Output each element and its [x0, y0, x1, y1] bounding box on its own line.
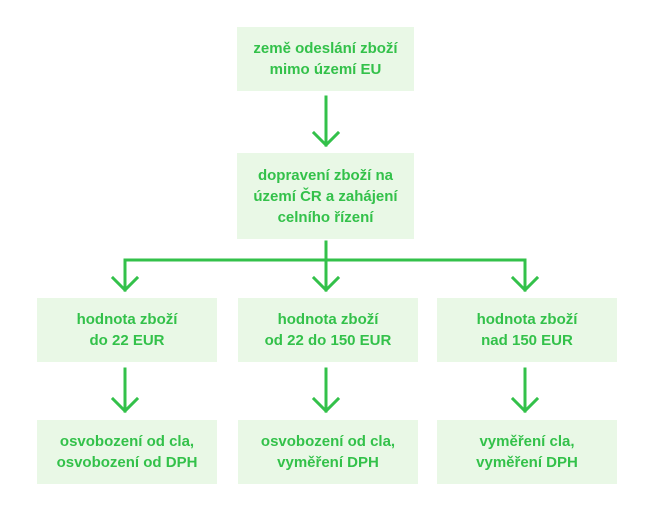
node-result-mid-line-1: osvobození od cla, — [260, 433, 396, 450]
node-value-high-line-1: hodnota zboží — [476, 311, 578, 328]
node-value-high-line-2: nad 150 EUR — [481, 332, 573, 349]
node-result-low-line-1: osvobození od cla, — [59, 433, 195, 450]
node-value-mid-line-1: hodnota zboží — [277, 311, 379, 328]
node-value-low-line-2: do 22 EUR — [89, 332, 165, 349]
branch-connector — [110, 240, 540, 293]
node-result-high: vyměření cla, vyměření DPH — [437, 420, 617, 484]
node-transport-line-3: celního řízení — [277, 208, 374, 226]
node-origin-line-1: země odeslání zboží — [253, 40, 398, 57]
arrow-value-mid-to-result — [311, 367, 341, 414]
node-result-low-line-2: osvobození od DPH — [56, 454, 198, 471]
node-value-high: hodnota zboží nad 150 EUR — [437, 298, 617, 362]
arrow-origin-to-transport — [311, 95, 341, 148]
node-value-mid: hodnota zboží od 22 do 150 EUR — [238, 298, 418, 362]
node-value-mid-line-2: od 22 do 150 EUR — [264, 332, 392, 349]
node-transport-line-2: území ČR a zahájení — [253, 187, 398, 205]
node-origin-line-2: mimo území EU — [269, 61, 382, 78]
node-transport-line-1: dopravení zboží na — [257, 166, 393, 184]
node-result-high-line-1: vyměření cla, — [479, 433, 575, 450]
node-result-mid-line-2: vyměření DPH — [277, 454, 379, 471]
node-result-mid: osvobození od cla, vyměření DPH — [238, 420, 418, 484]
node-value-low-line-1: hodnota zboží — [76, 311, 178, 328]
node-origin: země odeslání zboží mimo území EU — [237, 27, 414, 91]
node-result-high-line-2: vyměření DPH — [476, 454, 578, 471]
node-transport: dopravení zboží na území ČR a zahájení c… — [237, 153, 414, 239]
node-result-low: osvobození od cla, osvobození od DPH — [37, 420, 217, 484]
node-value-low: hodnota zboží do 22 EUR — [37, 298, 217, 362]
arrow-value-low-to-result — [110, 367, 140, 414]
arrow-value-high-to-result — [510, 367, 540, 414]
